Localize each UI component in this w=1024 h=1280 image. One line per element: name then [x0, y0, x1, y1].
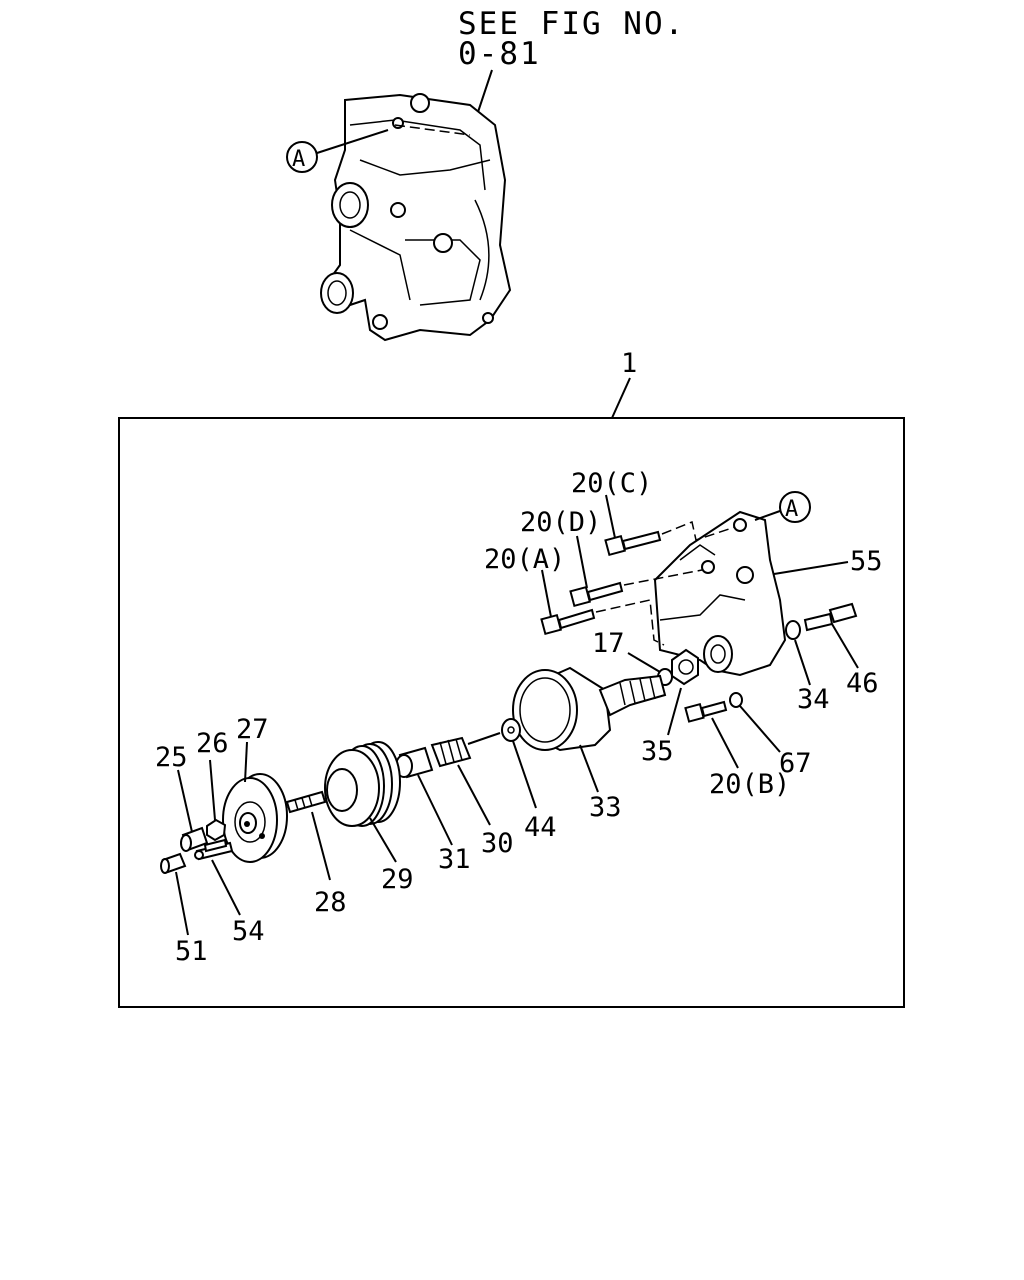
callout-a-circle-right [779, 491, 811, 523]
label-20c: 20(C) [571, 468, 652, 499]
leader-33 [579, 744, 599, 793]
bolt-20a-axis [595, 599, 665, 646]
label-20b: 20(B) [709, 769, 790, 800]
leader-20a [541, 569, 552, 618]
screws-54 [194, 838, 234, 861]
leader-17 [627, 652, 661, 673]
callout-a-leader-top [316, 129, 389, 154]
label-67: 67 [779, 748, 812, 779]
label-44: 44 [524, 812, 557, 843]
bolt-20d [569, 581, 624, 608]
washer-44 [501, 718, 521, 742]
label-30: 30 [481, 828, 514, 859]
leader-55 [773, 561, 849, 575]
housing-33 [512, 666, 667, 752]
leader-26 [209, 759, 216, 821]
reference-line-1: SEE FIG NO. [458, 6, 685, 42]
bolt-20c [604, 530, 662, 557]
leader-67 [739, 705, 781, 753]
callout-a-label-right: A [785, 497, 798, 522]
leader-34 [794, 639, 811, 686]
label-27: 27 [236, 714, 269, 745]
reference-leader [477, 69, 493, 113]
flange-27 [222, 773, 288, 863]
stud-28 [285, 790, 327, 814]
label-31: 31 [438, 844, 471, 875]
label-29: 29 [381, 864, 414, 895]
label-34: 34 [797, 684, 830, 715]
leader-35 [667, 687, 682, 736]
pulley-29 [324, 741, 401, 827]
callout-a-circle-top [286, 141, 318, 173]
reference-line-2: 0-81 [458, 36, 541, 72]
bolt-20a [540, 608, 596, 636]
label-25: 25 [155, 742, 188, 773]
label-46: 46 [846, 668, 879, 699]
leader-29 [369, 817, 397, 863]
label-20d: 20(D) [520, 507, 601, 538]
engine-housing-drawing [320, 93, 512, 342]
bracket-55-drawing [653, 510, 787, 686]
cap-51 [160, 852, 187, 874]
label-17: 17 [592, 628, 625, 659]
leader-46 [831, 623, 859, 669]
bolt-20c-axis [661, 520, 736, 541]
leader-54 [211, 859, 241, 916]
label-1: 1 [621, 348, 637, 379]
label-33: 33 [589, 792, 622, 823]
callout-a-label-top: A [292, 147, 305, 172]
spring-30 [430, 732, 501, 768]
leader-44 [512, 740, 537, 809]
leader-25 [177, 769, 193, 833]
bolt-20b [684, 700, 728, 723]
label-54: 54 [232, 916, 265, 947]
washer-67 [729, 692, 743, 708]
label-26: 26 [196, 728, 229, 759]
pin-46 [803, 602, 858, 632]
leader-30 [457, 764, 491, 826]
label-55: 55 [850, 546, 883, 577]
label-35: 35 [641, 736, 674, 767]
label-28: 28 [314, 887, 347, 918]
leader-20b [711, 717, 739, 769]
washer-34 [785, 620, 801, 640]
bushing-25 [180, 826, 209, 852]
leader-31 [417, 774, 453, 846]
assembly-box [118, 417, 905, 1008]
leader-28 [311, 811, 331, 881]
leader-27 [244, 741, 248, 783]
label-20a: 20(A) [484, 544, 565, 575]
leader-1 [611, 377, 631, 419]
piston-31 [395, 746, 434, 779]
bolt-20d-axis [623, 569, 703, 586]
nut-26 [206, 818, 227, 842]
callout-a-leader-right [754, 510, 781, 521]
leader-20d [576, 535, 588, 589]
leader-20c [605, 494, 616, 539]
label-51: 51 [175, 936, 208, 967]
leader-51 [175, 871, 189, 936]
